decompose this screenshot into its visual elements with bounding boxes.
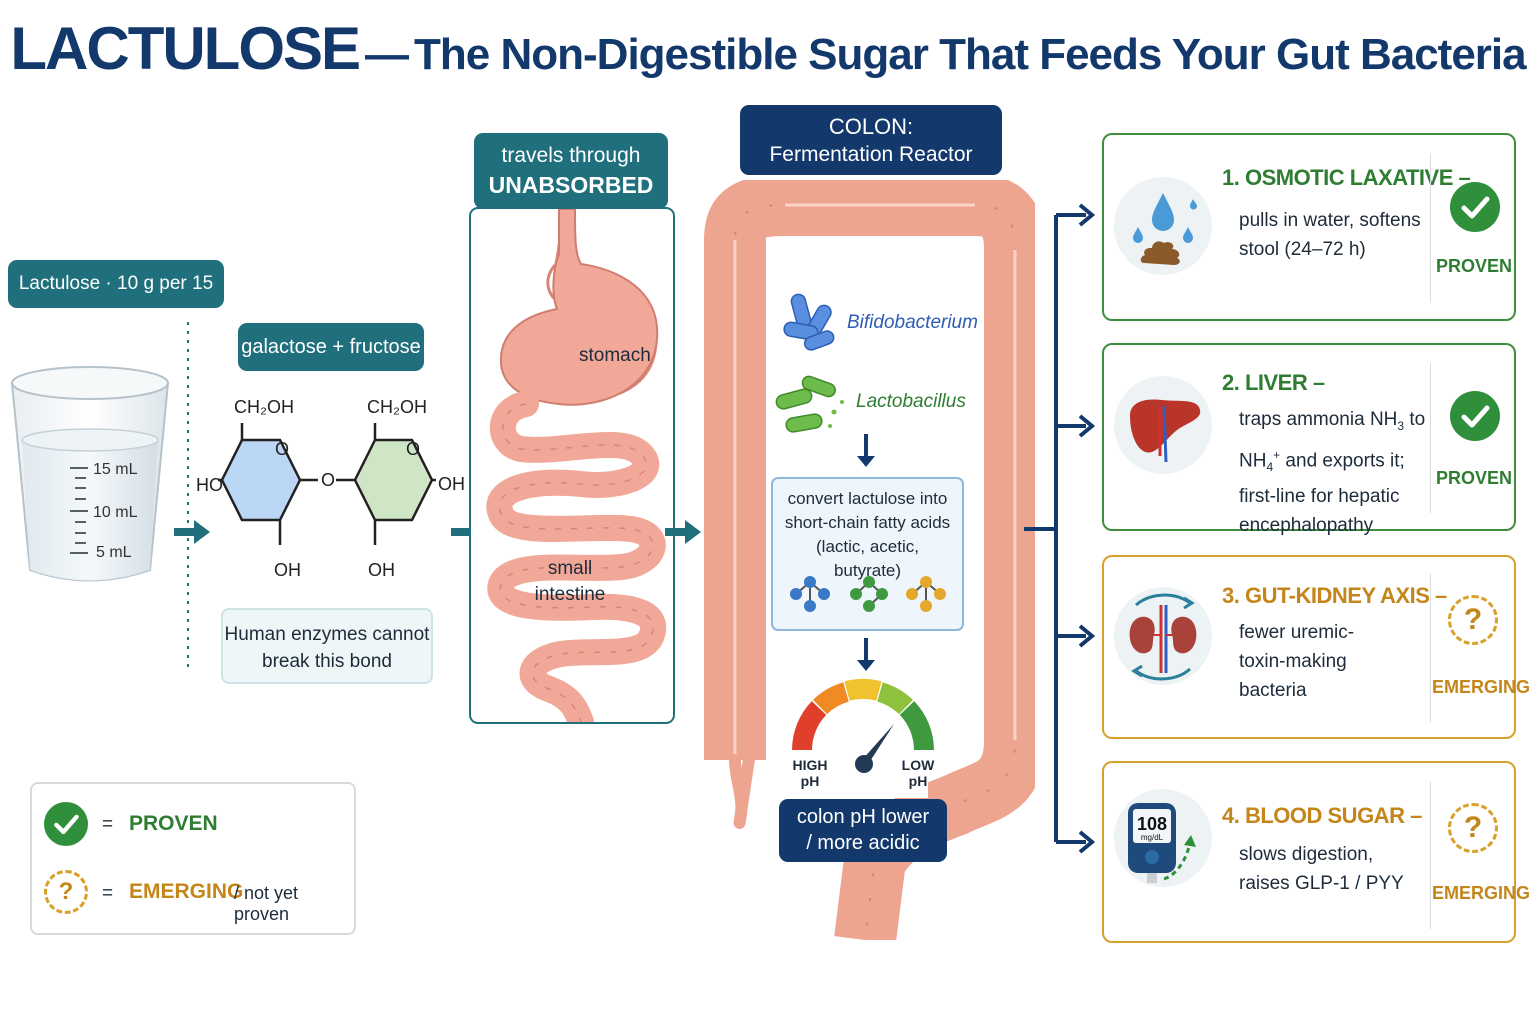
oh-group-right: OH [438, 474, 465, 494]
legend-eq-2: = [102, 883, 114, 904]
question-icon: ? [1448, 595, 1498, 645]
kidneys-icon [1114, 587, 1212, 685]
digestive-tract-illustration: stomach [486, 209, 666, 722]
cup-mark-5: 5 mL [96, 544, 132, 561]
gauge-high-label: HIGH pH [792, 757, 828, 789]
scfa-molecules-icon [790, 576, 946, 612]
down-arrow [857, 638, 875, 671]
cup-mark-10: 10 mL [93, 504, 138, 521]
colon-label-line1: COLON: [828, 114, 914, 139]
glucose-meter-icon: 108 mg/dL [1114, 789, 1212, 887]
bifidobacterium-icon [783, 293, 835, 351]
legend-emerging: EMERGING [129, 880, 244, 903]
meter-value: 108 [1137, 814, 1167, 834]
ph-note: colon pH lower / more acidic [779, 799, 947, 862]
effect-card-osmotic: 1. OSMOTIC LAXATIVE – pulls in water, so… [1102, 133, 1516, 321]
flow-arrow [665, 520, 701, 544]
check-icon [1450, 182, 1500, 232]
effect-status-2: PROVEN [1435, 468, 1513, 488]
legend-eq-1: = [102, 814, 114, 835]
meter-unit: mg/dL [1141, 833, 1164, 842]
bifidobacterium-label: Bifidobacterium [847, 312, 978, 333]
water-drops-stool-icon [1114, 177, 1212, 275]
liver-text-2: to NH [1239, 409, 1426, 472]
liver-icon [1114, 376, 1212, 474]
page-title: LACTULOSE—The Non-Digestible Sugar That … [0, 14, 1536, 83]
molecule-label: galactose + fructose [238, 323, 424, 371]
ch2oh-label-2: CH₂OH [367, 397, 427, 417]
down-arrow [857, 434, 875, 467]
transit-label-line1: travels through [501, 144, 641, 167]
glycosidic-oxygen: O [321, 470, 335, 490]
legend-proven: PROVEN [129, 812, 218, 835]
effect-body-1: pulls in water, softens stool (24–72 h) [1239, 210, 1421, 260]
effect-title-4: 4. BLOOD SUGAR – [1222, 803, 1422, 828]
check-icon [1450, 391, 1500, 441]
ph-gauge [792, 678, 934, 798]
question-icon: ? [1448, 803, 1498, 853]
effect-body-4: slows digestion, raises GLP-1 / PYY [1239, 844, 1404, 894]
effect-status-3: EMERGING [1432, 677, 1531, 697]
oh-group-bottom-2: OH [368, 560, 395, 580]
lactulose-structure: CH₂OH CH₂OH O O O HO OH OH OH [196, 397, 465, 580]
gauge-low-label: LOW pH [901, 757, 935, 789]
colon-label: COLON: Fermentation Reactor [740, 105, 1002, 175]
branch-arrows [1024, 203, 1096, 854]
title-subtitle: The Non-Digestible Sugar That Feeds Your… [414, 30, 1527, 79]
ring-oxygen-2: O [406, 439, 420, 459]
lactobacillus-icon [775, 375, 844, 433]
cup-mark-15: 15 mL [93, 461, 138, 478]
oh-group-bottom-1: OH [274, 560, 301, 580]
liver-sup-plus: + [1273, 447, 1281, 462]
legend-check-icon [44, 802, 88, 846]
transit-label: travels through UNABSORBED [474, 133, 668, 209]
effect-title-1: 1. OSMOTIC LAXATIVE – [1222, 165, 1471, 190]
lactobacillus-label: Lactobacillus [856, 391, 966, 412]
title-dash: — [365, 30, 409, 79]
flow-arrow [174, 520, 210, 544]
liver-text-3: and exports it; first-line for hepatic e… [1239, 450, 1405, 536]
liver-sub-3: 3 [1397, 418, 1405, 433]
liver-sub-4: 4 [1266, 459, 1274, 474]
measuring-cup-icon: 15 mL 10 mL 5 mL [10, 366, 170, 582]
effect-body-2: traps ammonia NH3 to NH4+ and exports it… [1239, 405, 1434, 540]
scfa-text: convert lactulose into short-chain fatty… [784, 489, 951, 580]
liver-text-1: traps ammonia NH [1239, 409, 1398, 430]
title-main: LACTULOSE [10, 15, 361, 82]
effect-status-4: EMERGING [1432, 883, 1531, 903]
effect-card-gut-kidney: 3. GUT-KIDNEY AXIS – fewer uremic- toxin… [1102, 555, 1531, 739]
legend-emerging-suffix: / not yet proven [234, 883, 299, 924]
effect-title-3: 3. GUT-KIDNEY AXIS – [1222, 583, 1447, 608]
effect-title-2: 2. LIVER – [1222, 370, 1325, 395]
ch2oh-label-1: CH₂OH [234, 397, 294, 417]
transit-label-line2: UNABSORBED [488, 172, 654, 198]
small-intestine-label: small intestine [534, 558, 606, 605]
effect-card-liver: 2. LIVER – traps ammonia NH3 to NH4+ and… [1102, 343, 1516, 536]
legend-question-icon: ? [44, 870, 88, 914]
ring-oxygen-1: O [275, 439, 289, 459]
effect-body-3: fewer uremic- toxin-making bacteria [1239, 622, 1355, 701]
effect-status-1: PROVEN [1435, 256, 1513, 276]
stomach-label: stomach [579, 345, 651, 366]
legend: = PROVEN ? = EMERGING / not yet proven [30, 782, 356, 935]
colon-label-line2: Fermentation Reactor [769, 143, 973, 166]
dose-label: Lactulose · 10 g per 15 mL [8, 260, 224, 342]
effect-card-blood-sugar: 108 mg/dL 4. BLOOD SUGAR – slows digesti… [1102, 761, 1531, 943]
enzyme-note: Human enzymes cannot break this bond [221, 608, 433, 684]
ho-group: HO [196, 475, 223, 495]
